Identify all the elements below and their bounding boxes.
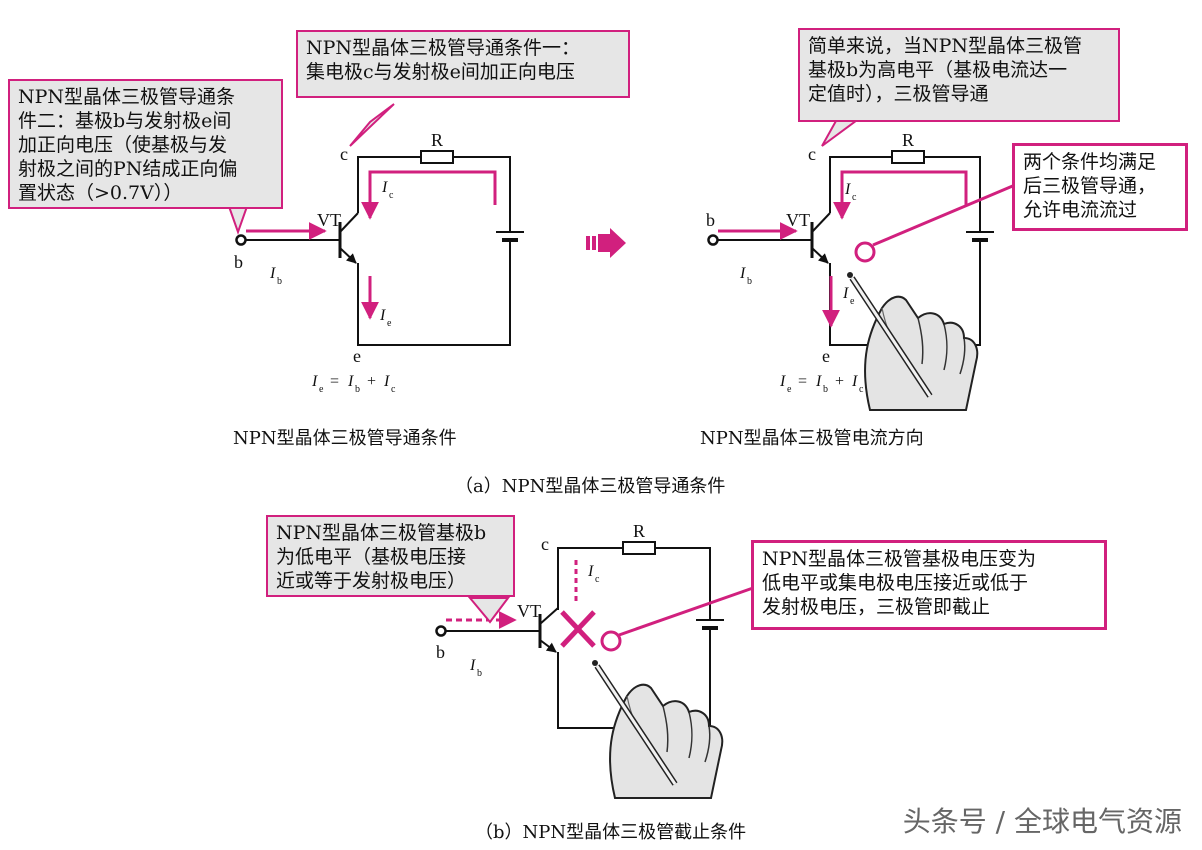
callout-simple-summary: 简单来说，当NPN型晶体三极管 基极b为高电平（基极电流达一 定值时），三极管导… <box>798 28 1120 122</box>
svg-text:I: I <box>311 373 318 390</box>
svg-text:e: e <box>850 296 855 307</box>
cross-mark-icon <box>560 610 596 648</box>
svg-text:+: + <box>835 373 844 390</box>
svg-text:c: c <box>859 384 864 395</box>
base-terminal <box>435 625 447 637</box>
label-e: e <box>353 346 361 366</box>
caption-part-a: （a）NPN型晶体三极管导通条件 <box>455 476 726 497</box>
svg-text:b: b <box>277 276 282 287</box>
label-b: b <box>234 252 243 272</box>
svg-text:I: I <box>779 373 786 390</box>
label-vt: VT <box>517 601 541 621</box>
label-r: R <box>431 130 443 150</box>
label-b: b <box>436 642 445 662</box>
svg-text:b: b <box>477 668 482 679</box>
label-r: R <box>902 130 914 150</box>
transition-arrow <box>586 228 626 258</box>
current-ib: I <box>739 265 746 282</box>
svg-text:=: = <box>330 373 339 390</box>
label-r: R <box>633 521 645 541</box>
label-c: c <box>340 144 348 164</box>
resistor <box>891 150 925 164</box>
svg-text:c: c <box>391 384 396 395</box>
caption-part-b: （b）NPN型晶体三极管截止条件 <box>475 822 747 843</box>
equation-right: I e = I b + I c <box>779 373 864 395</box>
base-terminal <box>707 234 719 246</box>
label-b: b <box>706 210 715 230</box>
svg-text:b: b <box>747 276 752 287</box>
callout-cutoff: NPN型晶体三极管基极电压变为 低电平或集电极电压接近或低于 发射极电压，三极管… <box>751 540 1107 630</box>
hand-icon <box>847 272 977 410</box>
callout-both-conditions: 两个条件均满足 后三极管导通， 允许电流流过 <box>1012 143 1188 231</box>
circuit-current-direction: c R VT b e I c I b I e I e = I b + I c <box>706 111 1016 410</box>
svg-text:c: c <box>852 192 857 203</box>
resistor <box>622 541 656 555</box>
label-e: e <box>822 346 830 366</box>
resistor <box>420 150 454 164</box>
callout-condition-two: NPN型晶体三极管导通条 件二：基极b与发射极e间 加正向电压（使基极与发 射极… <box>8 79 283 209</box>
caption-left-diagram: NPN型晶体三极管导通条件 <box>233 428 457 449</box>
watermark: 头条号 / 全球电气资源 <box>902 805 1182 838</box>
svg-text:c: c <box>595 574 600 585</box>
current-ie: I <box>842 285 849 302</box>
svg-text:e: e <box>387 318 392 329</box>
circuit-conduction: c R VT b e I c I b I e I e = I b + I c <box>224 103 524 395</box>
current-ic: I <box>381 179 388 196</box>
svg-text:I: I <box>347 373 354 390</box>
svg-text:I: I <box>815 373 822 390</box>
label-c: c <box>808 144 816 164</box>
equation-left: I e = I b + I c <box>311 373 396 395</box>
label-c: c <box>541 534 549 554</box>
current-ie: I <box>379 307 386 324</box>
current-ic: I <box>844 181 851 198</box>
svg-text:e: e <box>319 384 324 395</box>
svg-text:=: = <box>798 373 807 390</box>
callout-condition-one: NPN型晶体三极管导通条件一： 集电极c与发射极e间加正向电压 <box>296 30 630 98</box>
caption-right-diagram: NPN型晶体三极管电流方向 <box>700 428 924 449</box>
base-terminal <box>235 234 247 246</box>
label-vt: VT <box>786 210 810 230</box>
svg-text:I: I <box>851 373 858 390</box>
circuit-cutoff: c R VT b I c I b <box>435 521 754 798</box>
svg-text:b: b <box>355 384 360 395</box>
current-ib: I <box>469 657 476 674</box>
callout-low-base: NPN型晶体三极管基极b 为低电平（基极电压接 近或等于发射极电压） <box>266 515 515 597</box>
svg-text:b: b <box>823 384 828 395</box>
current-ib: I <box>269 265 276 282</box>
current-ic: I <box>587 563 594 580</box>
highlight-circle <box>854 241 876 263</box>
svg-text:+: + <box>367 373 376 390</box>
label-vt: VT <box>317 210 341 230</box>
svg-text:I: I <box>383 373 390 390</box>
svg-text:e: e <box>787 384 792 395</box>
svg-text:c: c <box>389 190 394 201</box>
highlight-circle <box>600 630 622 652</box>
